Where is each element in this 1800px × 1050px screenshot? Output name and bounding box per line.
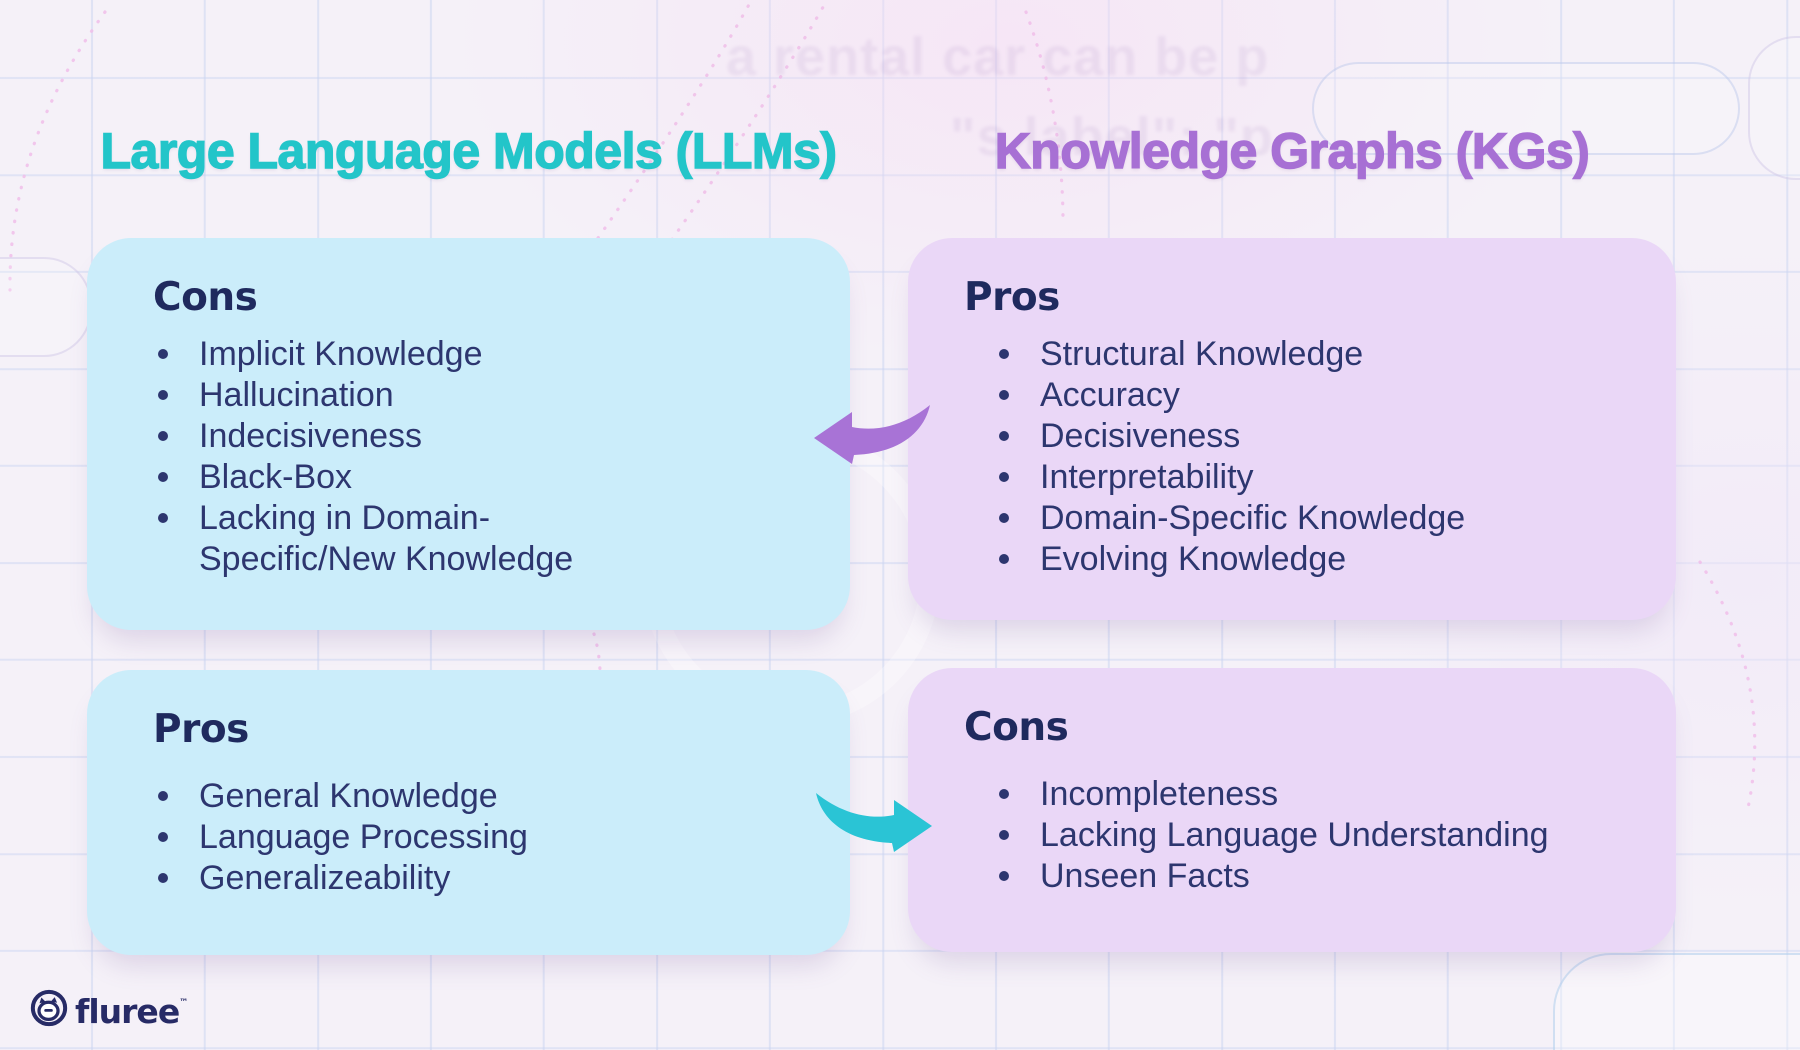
list-item: Decisiveness bbox=[994, 416, 1646, 457]
ghost-text: a rental car can be p bbox=[726, 27, 1270, 87]
fluree-logo-text: fluree™ bbox=[75, 992, 189, 1031]
list-item: Hallucination bbox=[153, 375, 639, 416]
fluree-logo-icon bbox=[30, 989, 68, 1026]
box-title: Cons bbox=[964, 705, 1069, 750]
heading-llms: Large Language Models (LLMs) bbox=[100, 122, 838, 179]
list-item: Generalizeability bbox=[153, 858, 810, 899]
box-item-list: Structural Knowledge Accuracy Decisivene… bbox=[994, 334, 1646, 580]
ghost-pill-decoration bbox=[1748, 36, 1800, 180]
list-item: General Knowledge bbox=[153, 776, 810, 817]
box-title: Pros bbox=[153, 707, 249, 752]
box-llms-cons: Cons Implicit Knowledge Hallucination In… bbox=[87, 238, 850, 630]
list-item: Black-Box bbox=[153, 457, 639, 498]
list-item: Evolving Knowledge bbox=[994, 539, 1646, 580]
box-item-list: Implicit Knowledge Hallucination Indecis… bbox=[153, 334, 810, 580]
list-item: Lacking Language Understanding bbox=[994, 815, 1646, 856]
list-item: Language Processing bbox=[153, 817, 810, 858]
box-kgs-pros: Pros Structural Knowledge Accuracy Decis… bbox=[908, 238, 1676, 620]
curved-arrow-left-icon bbox=[814, 405, 930, 464]
list-item: Implicit Knowledge bbox=[153, 334, 639, 375]
box-llms-pros: Pros General Knowledge Language Processi… bbox=[87, 670, 850, 955]
list-item: Structural Knowledge bbox=[994, 334, 1646, 375]
fluree-logo: fluree™ bbox=[30, 984, 188, 1031]
ghost-corner-decoration bbox=[1553, 953, 1800, 1050]
box-title: Pros bbox=[964, 275, 1060, 320]
heading-kgs: Knowledge Graphs (KGs) bbox=[994, 122, 1591, 179]
box-kgs-cons: Cons Incompleteness Lacking Language Und… bbox=[908, 668, 1676, 952]
list-item: Unseen Facts bbox=[994, 856, 1646, 897]
list-item: Indecisiveness bbox=[153, 416, 639, 457]
box-item-list: General Knowledge Language Processing Ge… bbox=[153, 776, 810, 899]
ghost-text: "s label": "p bbox=[950, 107, 1274, 167]
list-item: Interpretability bbox=[994, 457, 1646, 498]
box-item-list: Incompleteness Lacking Language Understa… bbox=[994, 774, 1646, 897]
curved-arrow-right-icon bbox=[816, 793, 932, 852]
list-item: Incompleteness bbox=[994, 774, 1646, 815]
list-item: Lacking in Domain-Specific/New Knowledge bbox=[153, 498, 639, 580]
list-item: Domain-Specific Knowledge bbox=[994, 498, 1646, 539]
ghost-pill-decoration bbox=[0, 257, 92, 357]
ghost-pill-decoration bbox=[1312, 62, 1740, 155]
list-item: Accuracy bbox=[994, 375, 1646, 416]
trademark-symbol: ™ bbox=[179, 998, 189, 1008]
box-title: Cons bbox=[153, 275, 258, 320]
